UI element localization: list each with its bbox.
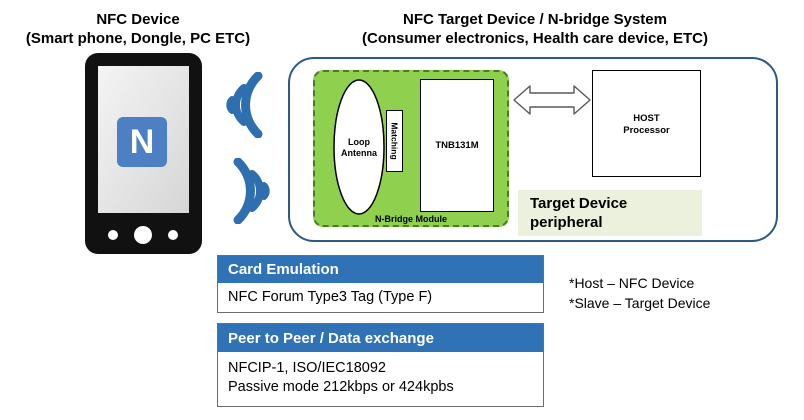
peer-to-peer-body: NFCIP-1, ISO/IEC18092 Passive mode 212kb… [218, 352, 543, 397]
chip-label: TNB131M [435, 140, 479, 151]
role-notes: *Host – NFC Device *Slave – Target Devic… [569, 273, 789, 313]
n-bridge-module-label: N-Bridge Module [375, 214, 447, 224]
bidirectional-arrow-icon [512, 83, 592, 117]
phone-home-button [134, 226, 152, 244]
target-system-title-line1: NFC Target Device / N-bridge System [403, 11, 667, 28]
phone-left-button [108, 230, 118, 240]
loop-antenna [332, 78, 386, 216]
nfc-device-title-line1: NFC Device [96, 11, 180, 28]
host-processor-block: HOST Processor [592, 70, 701, 177]
peer-to-peer-body-line1: NFCIP-1, ISO/IEC18092 [228, 360, 386, 376]
host-processor-label: HOST Processor [623, 113, 670, 136]
matching-label: Matching [389, 122, 400, 160]
tnb131m-chip: TNB131M [420, 79, 494, 212]
loop-antenna-label: Loop Antenna [341, 137, 377, 158]
target-system-title-line2: (Consumer electronics, Health care devic… [362, 30, 708, 47]
card-emulation-body: NFC Forum Type3 Tag (Type F) [228, 289, 433, 305]
card-emulation-header: Card Emulation [218, 256, 543, 283]
nfc-logo-letter: N [129, 122, 155, 161]
card-emulation-panel: Card Emulation NFC Forum Type3 Tag (Type… [217, 255, 544, 313]
note-slave: *Slave – Target Device [569, 295, 711, 311]
target-device-peripheral: Target Device peripheral [518, 190, 702, 236]
wireless-wave-icon-top [218, 71, 278, 139]
peer-to-peer-header: Peer to Peer / Data exchange [218, 324, 543, 352]
nfc-device-title-line2: (Smart phone, Dongle, PC ETC) [25, 30, 251, 47]
peer-to-peer-panel: Peer to Peer / Data exchange NFCIP-1, IS… [217, 323, 544, 407]
nfc-logo-icon: N [117, 117, 167, 167]
phone-right-button [168, 230, 178, 240]
target-system-title: NFC Target Device / N-bridge System (Con… [300, 10, 770, 48]
matching-block: Matching [386, 110, 403, 172]
nfc-device-title: NFC Device (Smart phone, Dongle, PC ETC) [8, 10, 268, 48]
wireless-wave-icon-bottom [218, 157, 278, 225]
note-host: *Host – NFC Device [569, 275, 695, 291]
peer-to-peer-body-line2: Passive mode 212kbps or 424kpbs [228, 379, 454, 395]
